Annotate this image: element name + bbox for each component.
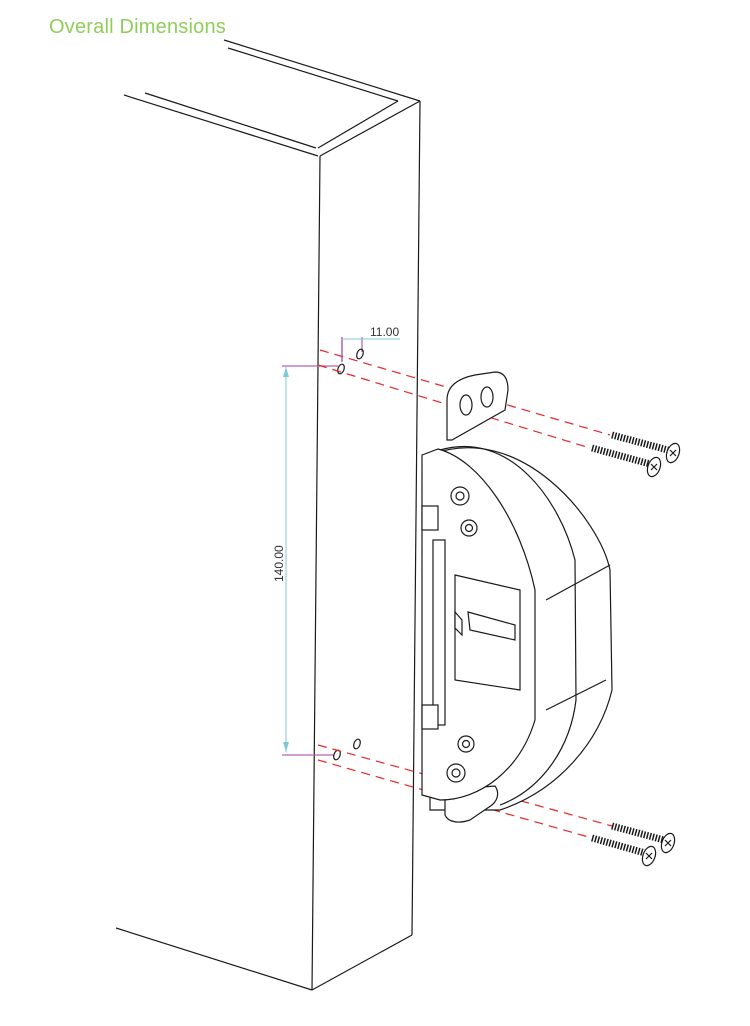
pilot-holes bbox=[333, 348, 364, 761]
dimension-11: 11.00 bbox=[341, 325, 400, 362]
diagram-title: Overall Dimensions bbox=[49, 16, 226, 38]
top-screws bbox=[591, 431, 681, 478]
dimension-140: 140.00 bbox=[272, 365, 338, 756]
dimension-label-horizontal: 11.00 bbox=[370, 325, 399, 339]
bottom-screws bbox=[591, 822, 676, 867]
door-frame bbox=[115, 39, 421, 991]
dimension-label-vertical: 140.00 bbox=[272, 545, 286, 582]
electric-strike bbox=[421, 371, 613, 823]
